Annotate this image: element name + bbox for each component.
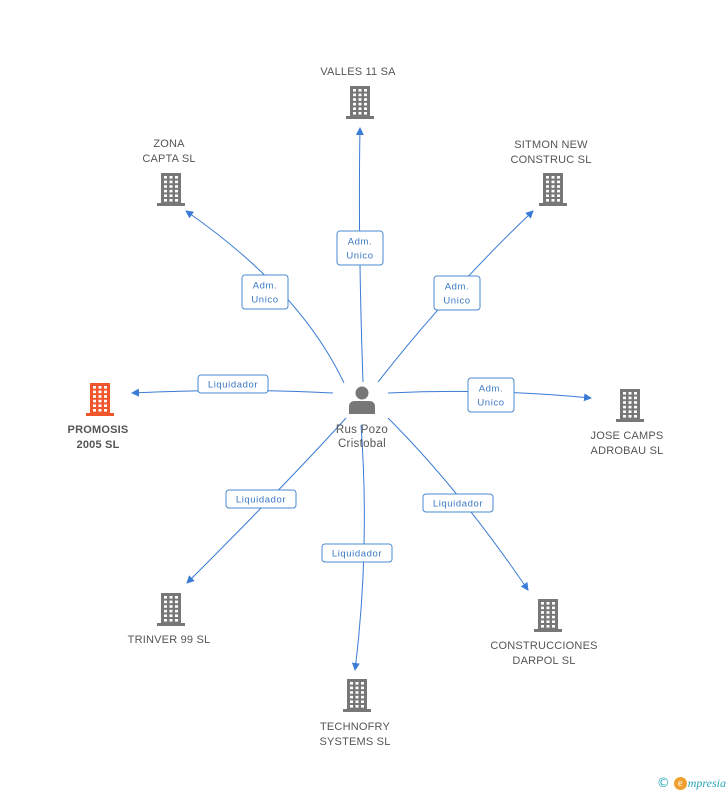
company-technofry-building-icon[interactable] <box>343 679 371 712</box>
relation-label-zona[interactable]: Adm. Unico <box>241 274 289 310</box>
center-person-name-line-2: Cristobal <box>338 438 386 450</box>
company-trinver-name-line-1: TRINVER 99 SL <box>128 634 211 646</box>
company-construcciones-name-line-2: DARPOL SL <box>512 655 575 667</box>
company-promosis-name-line-1: PROMOSIS <box>68 424 129 436</box>
company-construcciones-building-icon[interactable] <box>534 599 562 632</box>
company-sitmon-building-icon[interactable] <box>539 173 567 206</box>
company-promosis-building-icon[interactable] <box>86 383 114 416</box>
relation-promosis-text-1: Liquidador <box>208 380 258 391</box>
relation-label-promosis[interactable]: Liquidador <box>197 374 269 394</box>
company-zona-name-line-2: CAPTA SL <box>142 153 195 165</box>
relation-label-construcciones[interactable]: Liquidador <box>422 493 494 513</box>
relation-label-trinver[interactable]: Liquidador <box>225 489 297 509</box>
relation-technofry-text-1: Liquidador <box>332 549 382 560</box>
company-sitmon-name-line-2: CONSTRUC SL <box>510 154 591 166</box>
copyright-symbol: © <box>656 776 670 791</box>
company-zona-building-icon[interactable] <box>157 173 185 206</box>
relation-valles-text-1: Adm. <box>348 237 373 248</box>
relation-jose-text-2: Unico <box>477 398 504 409</box>
relation-sitmon-text-1: Adm. <box>445 282 470 293</box>
relation-label-technofry[interactable]: Liquidador <box>321 543 393 563</box>
center-person-name-line-1: Rus Pozo <box>336 424 388 436</box>
relation-construcciones-text-1: Liquidador <box>433 499 483 510</box>
company-zona-name-line-1: ZONA <box>153 138 185 150</box>
company-jose-building-icon[interactable] <box>616 389 644 422</box>
company-trinver-building-icon[interactable] <box>157 593 185 626</box>
company-valles-name-line-1: VALLES 11 SA <box>320 66 396 78</box>
company-valles-building-icon[interactable] <box>346 86 374 119</box>
relation-label-sitmon[interactable]: Adm. Unico <box>433 275 481 311</box>
person-icon[interactable] <box>349 386 375 415</box>
company-sitmon-name-line-1: SITMON NEW <box>514 139 588 151</box>
relation-valles-text-2: Unico <box>346 251 373 262</box>
company-jose-name-line-2: ADROBAU SL <box>591 445 664 457</box>
company-jose-name-line-1: JOSE CAMPS <box>591 430 664 442</box>
company-technofry-name-line-2: SYSTEMS SL <box>319 736 390 748</box>
brand-name: mpresia <box>687 776 726 790</box>
relation-label-jose[interactable]: Adm. Unico <box>467 377 515 413</box>
relation-label-valles[interactable]: Adm. Unico <box>336 230 384 266</box>
relation-sitmon-text-2: Unico <box>443 296 470 307</box>
brand-logo-icon: e <box>673 777 687 790</box>
relation-zona-text-1: Adm. <box>253 281 278 292</box>
company-promosis-name-line-2: 2005 SL <box>77 439 120 451</box>
relation-trinver-text-1: Liquidador <box>236 495 286 506</box>
relation-zona-text-2: Unico <box>251 295 278 306</box>
company-construcciones-name-line-1: CONSTRUCCIONES <box>490 640 597 652</box>
company-technofry-name-line-1: TECHNOFRY <box>320 721 391 733</box>
relation-jose-text-1: Adm. <box>479 384 504 395</box>
